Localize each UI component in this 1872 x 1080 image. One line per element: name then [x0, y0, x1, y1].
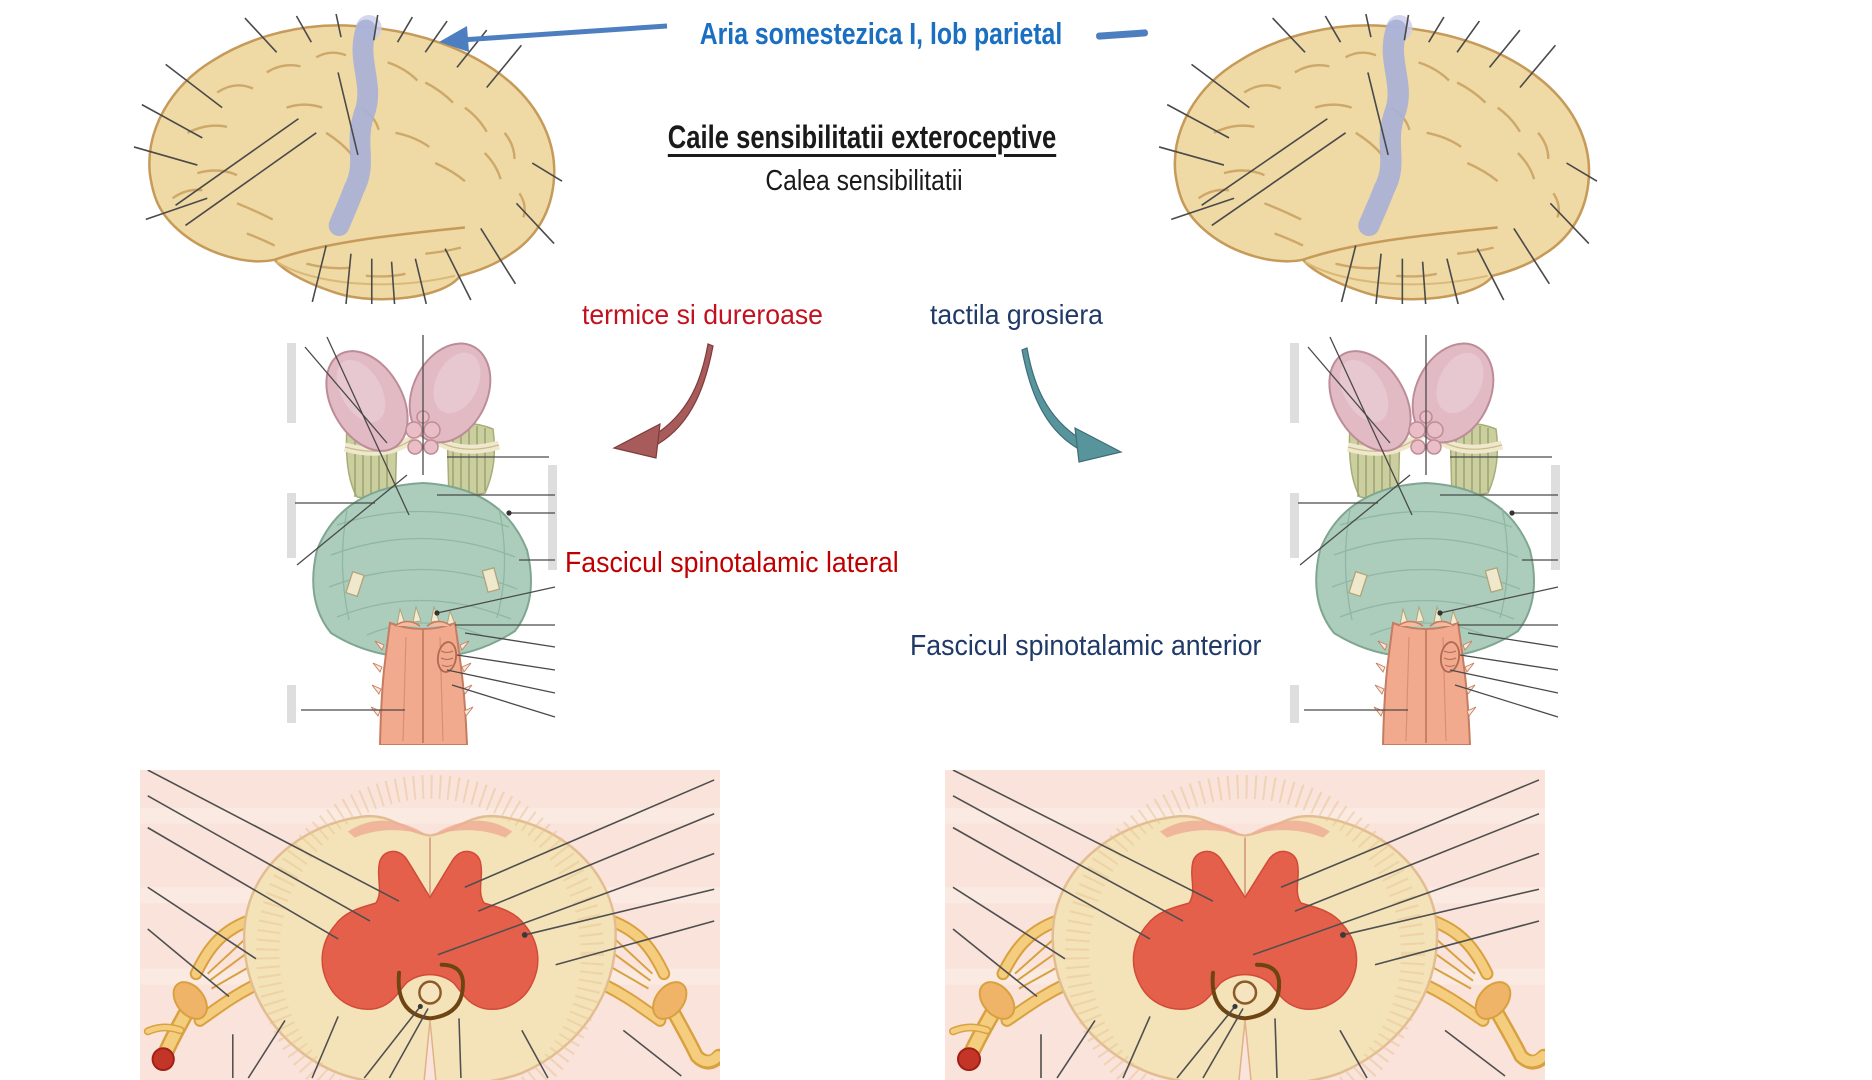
spinal-cord-cross-section-right-illustration — [945, 770, 1545, 1080]
branch-label-crude-touch: tactila grosiera — [930, 299, 1103, 330]
spinal-cord-cross-section-left-illustration — [140, 770, 720, 1080]
tract-label-lateral-spinothalamic: Fascicul spinotalamic lateral — [565, 547, 899, 579]
brainstem-posterior-left-illustration — [287, 325, 557, 745]
tract-label-anterior-spinothalamic: Fascicul spinotalamic anterior — [910, 630, 1262, 662]
pointer-dash-icon — [1095, 29, 1149, 40]
slide-subtitle: Calea sensibilitatii — [765, 165, 963, 197]
somatosensory-area-label: Aria somestezica I, lob parietal — [699, 16, 1063, 51]
curved-arrow-red-icon — [612, 343, 714, 459]
brain-lateral-right-illustration — [1153, 12, 1599, 304]
brainstem-posterior-right-illustration — [1290, 325, 1560, 745]
curved-arrow-teal-icon — [1021, 347, 1123, 463]
branch-label-thermal-pain: termice si dureroase — [582, 299, 823, 330]
pointer-arrow-icon — [439, 23, 668, 52]
slide-title: Caile sensibilitatii exteroceptive — [667, 119, 1057, 155]
